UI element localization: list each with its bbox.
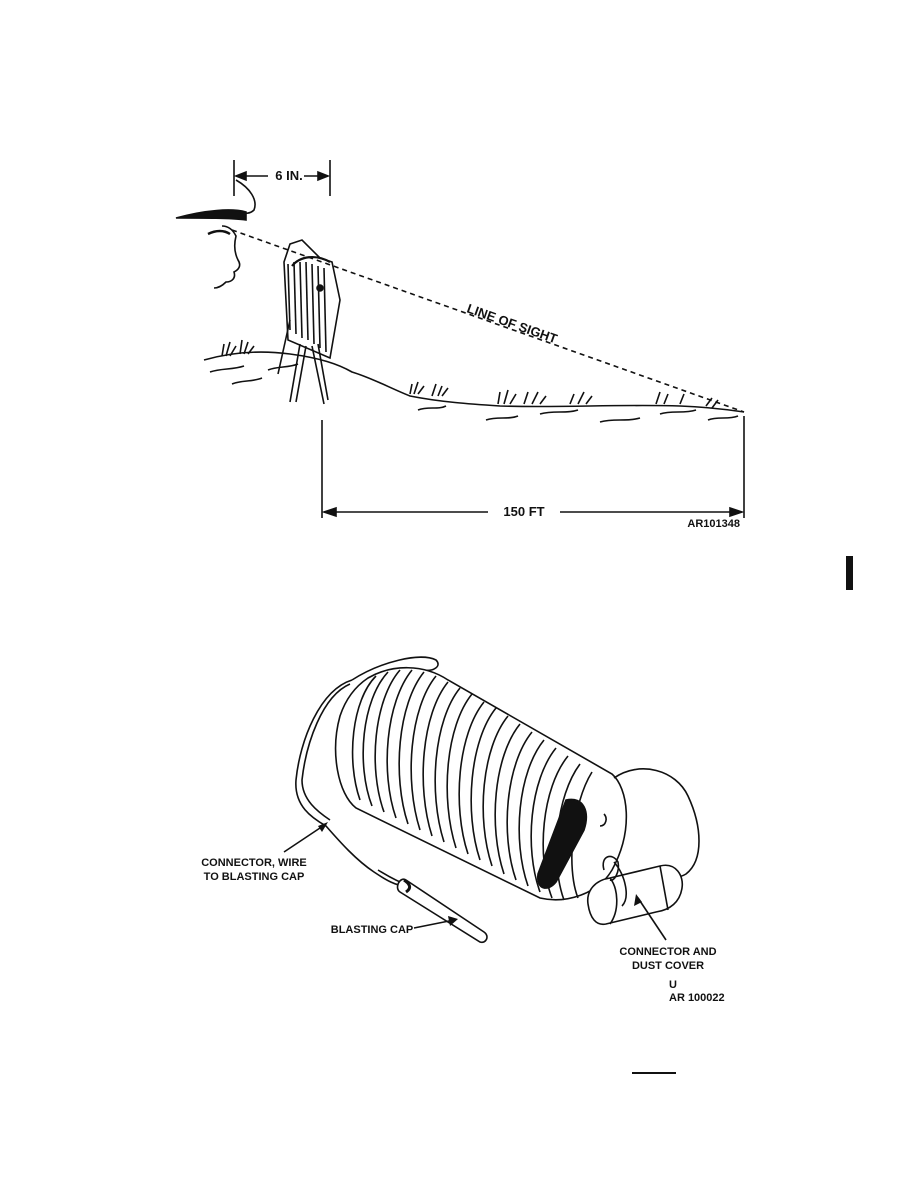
line-of-sight-label: LINE OF SIGHT [465, 301, 559, 347]
connector-wire-label-line2: TO BLASTING CAP [204, 871, 305, 883]
figure-2-id-line2: AR 100022 [669, 992, 725, 1004]
figure-line-of-sight: 6 IN. [175, 160, 745, 518]
connector-wire-label-line1: CONNECTOR, WIRE [201, 857, 307, 869]
leader-connector-dust-cover [637, 897, 667, 941]
wire-loop-top [351, 656, 439, 681]
soldier-head [175, 179, 256, 289]
wire-spool [334, 666, 628, 901]
connector-dust-cover-label-line2: DUST COVER [632, 960, 704, 972]
line-of-sight [231, 229, 745, 413]
change-bar [846, 556, 853, 590]
connector-dust-cover [586, 855, 684, 926]
figure-2-id-line1: U [669, 979, 677, 991]
blasting-cap-label: BLASTING CAP [331, 924, 414, 936]
dimension-150-ft-label: 150 FT [503, 504, 544, 519]
dimension-6-inch-label: 6 IN. [275, 168, 302, 183]
figure-wire-spool [283, 656, 700, 944]
dimension-150-ft [321, 416, 745, 518]
connector-dust-cover-label-line1: CONNECTOR AND [619, 946, 716, 958]
ground [203, 339, 745, 423]
figure-1-id: AR101348 [687, 518, 740, 530]
blasting-cap [377, 869, 488, 944]
dimension-6-inch [233, 160, 331, 196]
leader-blasting-cap [413, 919, 455, 929]
leader-connector-wire [283, 823, 327, 853]
claymore-mine [277, 239, 341, 405]
